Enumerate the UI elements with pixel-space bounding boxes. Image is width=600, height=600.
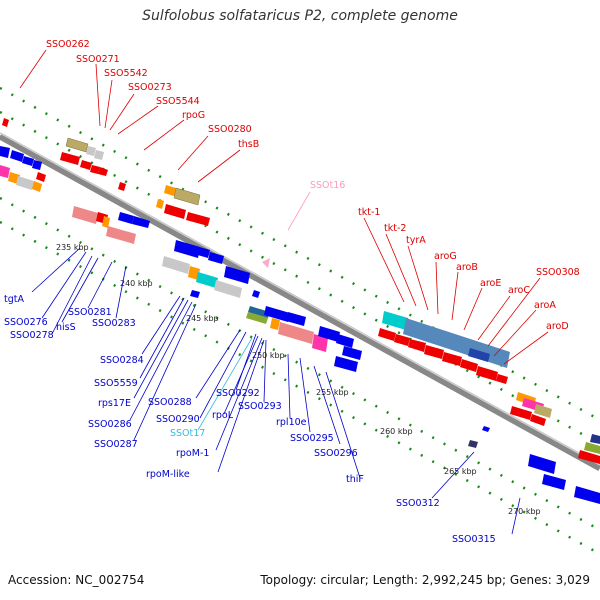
- topology-text: Topology: circular; Length: 2,992,245 bp…: [260, 573, 590, 587]
- gene-label: SSO0308: [536, 267, 580, 278]
- tick-label: 240 kbp: [120, 279, 153, 288]
- gene-label: rpoL: [212, 410, 234, 421]
- forward-genes: [2, 118, 600, 464]
- forward-cluster-1: [2, 118, 126, 191]
- gene-label: SSO0293: [238, 401, 282, 412]
- tick-label: 250 kbp: [252, 351, 285, 360]
- gene-label: SSO0276: [4, 317, 48, 328]
- gene-label: tkt-2: [384, 223, 406, 234]
- gene-label: rpl10e: [276, 417, 307, 428]
- gene-label: rps17E: [98, 398, 131, 409]
- tick-label: 265 kbp: [444, 467, 477, 476]
- gene-label: SSO0284: [100, 355, 144, 366]
- genome-backbone: [0, 132, 600, 472]
- reverse-cluster-5: [468, 426, 600, 504]
- gene-label: SSO5559: [94, 378, 138, 389]
- reverse-leaders: [31, 247, 521, 535]
- tick-label: 270 kbp: [508, 507, 541, 516]
- gene-label: hisS: [56, 322, 76, 333]
- gene-label: SSO0281: [68, 307, 112, 318]
- forward-labels: SSO0262 SSO0271 SSO5542 SSO0273 SSO5544 …: [46, 39, 580, 332]
- map-title: Sulfolobus solfataricus P2, complete gen…: [142, 8, 458, 24]
- gene-label: SSO0283: [92, 318, 136, 329]
- gene-label: SSO0292: [216, 388, 260, 399]
- gene-label: SSO5542: [104, 68, 148, 79]
- forward-cluster-2: [156, 185, 210, 226]
- forward-cluster-4: [510, 392, 600, 464]
- gene-label: aroE: [480, 278, 501, 289]
- rna-reverse-leader: [197, 337, 253, 431]
- reverse-labels: tgtA SSO0276 hisS SSO0278 SSO0281 SSO028…: [4, 294, 496, 545]
- gene-label: SSO0286: [88, 419, 132, 430]
- reverse-cluster-4: [246, 306, 362, 372]
- rna-label: SSOt16: [310, 180, 345, 191]
- tick-label: 260 kbp: [380, 427, 413, 436]
- gene-label: rpoM-1: [176, 448, 209, 459]
- tick-label: 235 kbp: [56, 243, 89, 252]
- accession-text: Accession: NC_002754: [8, 573, 145, 587]
- gene-label: tyrA: [406, 235, 426, 246]
- gene-label: rpoG: [182, 110, 205, 121]
- gene-label: aroC: [508, 285, 530, 296]
- gene-label: SSO0312: [396, 498, 440, 509]
- gene-label: rpoM-like: [146, 469, 190, 480]
- tick-label: 245 kbp: [186, 314, 219, 323]
- reverse-cluster-3: [162, 240, 260, 298]
- reverse-rna-labels: SSOt17: [170, 428, 205, 439]
- gene-label: tgtA: [4, 294, 24, 305]
- gene-label: aroD: [546, 321, 569, 332]
- gene-label: SSO0280: [208, 124, 252, 135]
- gene-label: SSO0295: [290, 433, 334, 444]
- gene-label: SSO0296: [314, 448, 358, 459]
- reverse-cluster-2: [72, 206, 150, 244]
- gene-label: tkt-1: [358, 207, 380, 218]
- gene-label: thsB: [238, 139, 259, 150]
- gene-label: thiF: [346, 474, 364, 485]
- gene-label: SSO0262: [46, 39, 90, 50]
- gene-label: SSO0315: [452, 534, 496, 545]
- gene-label: aroA: [534, 300, 556, 311]
- gene-label: SSO0287: [94, 439, 138, 450]
- gene-label: SSO5544: [156, 96, 200, 107]
- forward-cluster-3: [378, 311, 510, 384]
- rna-label: SSOt17: [170, 428, 205, 439]
- gene-label: SSO0273: [128, 82, 172, 93]
- reverse-cluster-1: [0, 146, 46, 192]
- gene-label: SSO0271: [76, 54, 120, 65]
- reverse-genes: [0, 146, 600, 504]
- gene-label: SSO0278: [10, 330, 54, 341]
- gene-label: aroG: [434, 251, 457, 262]
- gene-label: aroB: [456, 262, 478, 273]
- gene-label: SSO0288: [148, 397, 192, 408]
- rna-forward-leader: [287, 191, 311, 231]
- forward-rna-labels: SSOt16: [310, 180, 345, 191]
- forward-leaders: [19, 49, 549, 365]
- rna-ssot16-marker: [262, 258, 270, 268]
- gene-label: SSO0290: [156, 414, 200, 425]
